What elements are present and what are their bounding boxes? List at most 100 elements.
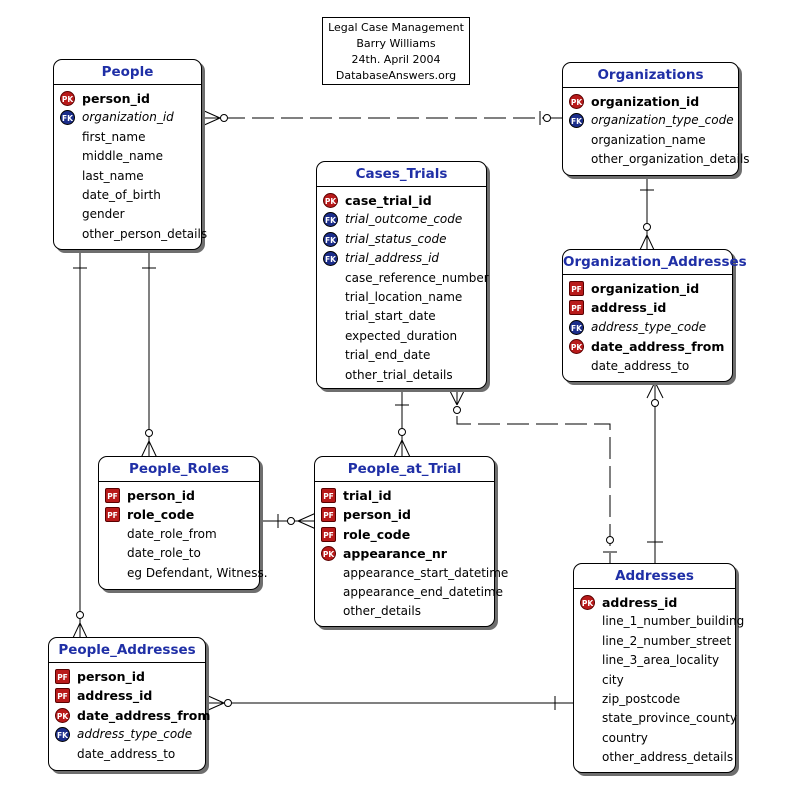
attribute-name: trial_location_name [345,289,463,304]
pk-key-icon: PK [569,339,584,355]
attribute-row: appearance_start_datetime [315,564,508,583]
attribute-name: line_2_number_street [602,633,732,648]
pk-key-icon: PK [569,94,584,109]
attribute-name: city [602,672,624,687]
attribute-name: case_trial_id [345,193,432,208]
attribute-row: line_1_number_building [574,612,744,631]
attribute-name: trial_start_date [345,309,436,324]
rel-people-roles-people-at-trial [260,512,317,530]
rel-people-people-roles [140,250,158,459]
attribute-row: other_details [315,602,494,621]
attribute-name: person_id [77,669,145,684]
pk-key-icon: PK [60,91,75,106]
fk-key-icon: FK [569,319,584,335]
rel-people-people-addresses [71,250,89,641]
attribute-name: other_trial_details [345,367,453,382]
attribute-name: eg Defendant, Witness. [127,565,268,580]
attribute-row: city [574,671,735,690]
attribute-name: other_address_details [602,750,734,765]
rel-people-organizations [201,109,563,127]
attribute-name: address_id [77,688,153,704]
diagram-title-box: Legal Case Management Barry Williams 24t… [322,17,470,85]
attribute-name: date_address_from [591,339,725,355]
attribute-name: organization_id [591,281,700,296]
attribute-name: expected_duration [345,328,458,343]
attribute-name: date_address_from [77,707,211,723]
attribute-name: organization_id [82,110,174,125]
pk-key-icon: PK [323,193,338,208]
attribute-name: state_province_county [602,711,738,726]
attribute-row: PK organization_id [563,92,738,111]
attribute-row: state_province_county [574,709,738,728]
entity-organization-addresses[interactable]: Organization_Addresses PF organization_id… [562,249,747,382]
attribute-row: date_address_to [563,357,732,376]
website-line: DatabaseAnswers.org [335,69,457,82]
attribute-row: country [574,729,735,748]
pf-key-icon: PF [569,281,584,296]
attribute-name: organization_id [591,94,700,109]
attribute-row: other_trial_details [317,366,486,385]
attribute-name: date_role_to [127,546,201,561]
attribute-name: person_id [127,488,195,503]
attribute-name: other_details [343,604,421,619]
attribute-row: other_address_details [574,748,735,767]
attribute-row: date_of_birth [54,186,201,205]
attribute-row: appearance_end_datetime [315,583,503,602]
attribute-name: country [602,730,648,745]
attribute-row: FK address_type_code [563,318,732,337]
attribute-name: appearance_start_datetime [343,565,509,580]
entity-title: Addresses [574,564,735,589]
attribute-row: last_name [54,167,201,186]
attribute-row: middle_name [54,147,201,166]
attribute-row: eg Defendant, Witness. [99,564,268,583]
attribute-row: date_address_to [49,745,205,764]
pf-key-icon: PF [105,488,120,503]
attribute-row: date_role_to [99,544,259,563]
attribute-name: date_address_to [77,746,176,761]
attribute-row: organization_name [563,131,738,150]
author-line: Barry Williams [356,37,436,50]
attribute-row: PK case_trial_id [317,191,486,210]
attribute-name: gender [82,207,125,222]
fk-key-icon: FK [60,110,75,126]
attribute-name: case_reference_number [345,270,489,285]
attribute-row: trial_location_name [317,288,486,307]
attribute-name: organization_name [591,132,706,147]
attribute-name: middle_name [82,149,164,164]
pf-key-icon: PF [55,688,70,704]
attribute-name: address_type_code [591,319,707,334]
pf-key-icon: PF [321,507,336,523]
entity-title: Organization_Addresses [563,250,747,275]
attribute-row: first_name [54,128,201,147]
entity-title: People [54,60,201,85]
attribute-row: line_3_area_locality [574,651,735,670]
pk-key-icon: PK [321,546,336,562]
attribute-name: first_name [82,129,146,144]
rel-people-addresses-addresses [205,694,575,712]
pf-key-icon: PF [569,300,584,316]
fk-key-icon: FK [569,113,584,129]
entity-title: Organizations [563,63,738,88]
attribute-row: PF organization_id [563,279,732,298]
